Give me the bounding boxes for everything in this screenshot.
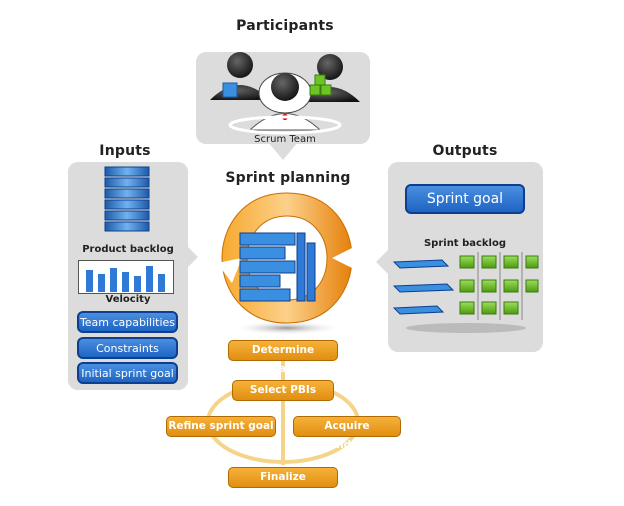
step-select-pbis: Select PBIs (232, 380, 334, 401)
participants-title: Participants (236, 18, 334, 34)
input-constraints: Constraints (77, 337, 178, 359)
sprint-planning-cycle-icon (217, 192, 362, 335)
outputs-title: Outputs (432, 143, 498, 159)
velocity-chart-icon (78, 260, 174, 294)
input-initial-sprint-goal: Initial sprint goal (77, 362, 178, 384)
step-acquire-confidence: Acquire confidence (293, 416, 401, 451)
scrum-team-label: Scrum Team (254, 134, 316, 145)
sprint-backlog-label: Sprint backlog (423, 238, 507, 249)
sprint-planning-title: Sprint planning (225, 170, 351, 186)
sprint-backlog-grid-icon (392, 252, 539, 333)
inputs-pointer (186, 245, 198, 269)
step-finalize-commitment: Finalize commitment (228, 467, 338, 502)
step-refine-sprint-goal: Refine sprint goal (166, 416, 276, 437)
product-backlog-label: Product backlog (82, 244, 174, 255)
input-team-capabilities: Team capabilities (77, 311, 178, 333)
participants-pointer (268, 142, 298, 160)
scrum-team-people-icon (210, 52, 360, 135)
sprint-goal-box: Sprint goal (405, 184, 525, 214)
product-backlog-stack-icon (104, 166, 150, 232)
inputs-title: Inputs (99, 143, 151, 159)
step-determine-capacity: Determine capacity (228, 340, 338, 375)
outputs-pointer (376, 250, 388, 274)
velocity-label: Velocity (105, 294, 151, 305)
